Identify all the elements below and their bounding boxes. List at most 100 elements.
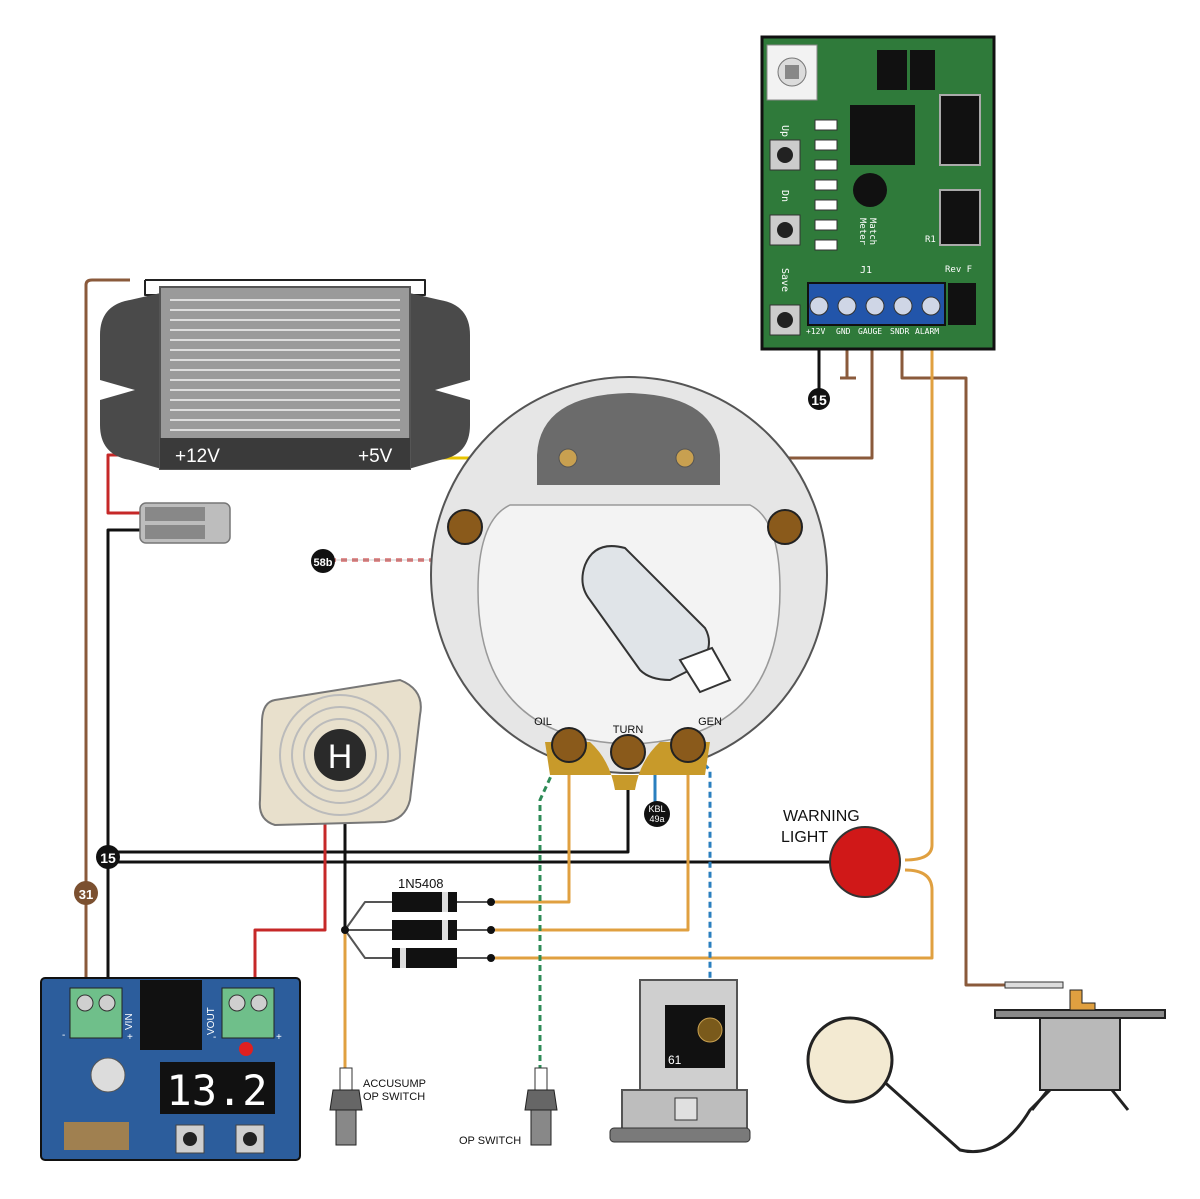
vout-terminal	[221, 987, 275, 1039]
button-dn-label: Dn	[779, 190, 790, 202]
horn-coil-outer	[279, 694, 401, 816]
heatsink-fins	[170, 299, 400, 431]
node-58b: 58b	[311, 549, 335, 573]
regulator-mounting-flange	[100, 292, 165, 470]
node-kbl-49a: KBL 49a	[644, 801, 670, 827]
oil-pressure-switch: OP SWITCH	[459, 1067, 558, 1147]
node-15-top-label: 15	[811, 392, 827, 408]
resistor-row	[814, 119, 838, 251]
terminal-label-sndr: SNDR	[890, 327, 909, 336]
terminal-label-gnd: GND	[836, 327, 851, 336]
diode-3	[392, 948, 457, 968]
voltmeter-display	[160, 1062, 275, 1114]
node-15-left-label: 15	[100, 850, 116, 866]
wire-orange-warning-diode	[495, 868, 934, 960]
vout-plus-label: +	[276, 1032, 282, 1043]
accusump-label-1: ACCUSUMP	[363, 1078, 426, 1090]
power-led	[239, 1042, 253, 1056]
wire-orange-oil-diode	[495, 750, 571, 904]
diodes: 1N5408	[341, 876, 495, 968]
trimmer-pot	[64, 1122, 129, 1150]
wire-brown-sender	[900, 338, 1005, 987]
horn-coil-mid	[291, 706, 389, 804]
r1-label: R1	[925, 235, 936, 245]
horn: H	[258, 678, 422, 827]
ic-chip-3	[910, 50, 935, 90]
buzzer	[853, 173, 887, 207]
terminal-label-gauge: GAUGE	[858, 327, 882, 336]
wire-sender-float-arm	[858, 1058, 1052, 1154]
jumper	[948, 283, 976, 325]
wire-red-horn	[253, 820, 327, 988]
gauge-bulb-base	[678, 646, 732, 694]
lamp-socket-left	[447, 509, 483, 545]
node-31: 31	[74, 881, 98, 905]
node-31-label: 31	[79, 887, 93, 902]
vin-minus-label: -	[62, 1030, 65, 1041]
ic-chip-2	[877, 50, 907, 90]
fuel-sender	[806, 981, 1166, 1111]
gauge-oil-label: OIL	[534, 716, 552, 728]
gauge-lamp-bracket	[545, 742, 710, 790]
header-label: J1	[860, 265, 872, 276]
regulator-label-band	[160, 438, 410, 469]
voltmeter-reading: 13.2	[166, 1066, 267, 1115]
generator-pulley	[609, 1127, 751, 1143]
turn-socket	[610, 734, 646, 770]
regulator-5v-label: +5V	[358, 446, 393, 467]
regulator-chip-2	[939, 189, 981, 246]
diode-2	[392, 920, 457, 940]
wire-diode-common	[344, 901, 392, 959]
terminal-label-alarm: ALARM	[915, 327, 939, 336]
oil-socket	[551, 727, 587, 763]
capacitor	[90, 1057, 126, 1093]
wire-green-oil	[538, 749, 565, 1070]
gauge-stud-left	[558, 448, 578, 468]
gauge: OIL TURN GEN	[430, 376, 828, 790]
lamp-socket-right	[767, 509, 803, 545]
wire-orange-alarm	[904, 338, 934, 862]
vin-label: VIN	[124, 1013, 135, 1030]
terminal-label-12v: +12V	[806, 327, 825, 336]
diode-1	[392, 892, 457, 912]
sender-float	[806, 1016, 894, 1104]
button-up-label: Up	[779, 125, 790, 137]
horn-button	[314, 729, 366, 781]
button-save-label: Save	[779, 268, 790, 292]
wire-black-turn-ground	[108, 790, 630, 854]
generator-terminal-label: 61	[668, 1053, 682, 1067]
meter-match-label-1: Meter	[857, 218, 867, 246]
regulator-chip-1	[939, 94, 981, 166]
node-49a-label: 49a	[649, 814, 664, 824]
node-kbl-label: KBL	[648, 804, 665, 814]
meter-match-label-2: Match	[867, 218, 877, 245]
gauge-turn-label: TURN	[613, 724, 644, 736]
wire-black-connector	[106, 528, 145, 995]
gauge-cap	[537, 393, 720, 485]
accusump-label-2: OP SWITCH	[363, 1091, 425, 1103]
controller-board: Up Dn Save Meter Match J1 Rev F R1 +12V …	[760, 35, 996, 351]
op-switch-label: OP SWITCH	[459, 1135, 521, 1147]
node-15-top: 15	[808, 388, 830, 410]
vout-minus-label: -	[213, 1032, 216, 1043]
horn-letter: H	[328, 738, 353, 776]
gen-socket	[670, 727, 706, 763]
node-15-left: 15	[96, 845, 120, 869]
gauge-bulb	[581, 545, 710, 682]
warning-light-label-2: LIGHT	[781, 829, 828, 846]
inline-connector	[139, 502, 231, 544]
regulator-mounting-flange-right	[405, 292, 470, 470]
warning-light: WARNING LIGHT	[781, 808, 901, 898]
voltage-regulator: +12V +5V	[100, 286, 470, 470]
accusump-switch: ACCUSUMP OP SWITCH	[329, 1067, 426, 1146]
warning-light-lens	[829, 826, 901, 898]
regulator-12v-label: +12V	[175, 446, 220, 467]
horn-coil-inner	[303, 718, 377, 792]
wire-orange-gen-diode	[495, 750, 690, 932]
terminal-screws	[809, 296, 941, 316]
vin-plus-label: +	[127, 1032, 133, 1043]
gauge-gen-label: GEN	[698, 716, 722, 728]
vin-terminal	[69, 987, 123, 1039]
vout-label: VOUT	[206, 1007, 217, 1035]
